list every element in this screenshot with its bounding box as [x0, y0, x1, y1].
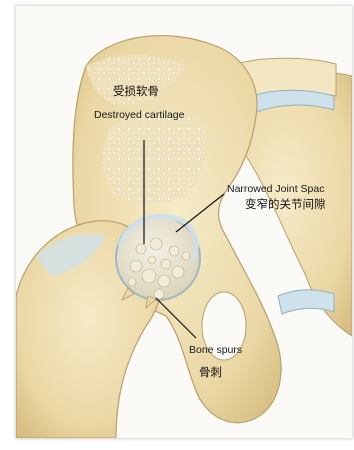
hip-joint-illustration [16, 6, 352, 438]
label-bone-spurs-en: Bone spurs [189, 345, 242, 356]
label-destroyed-cartilage-cn: 受损软骨 [113, 86, 159, 98]
illustration-frame: 受损软骨 Destroyed cartilage Narrowed Joint … [16, 6, 352, 438]
label-bone-spurs-cn: 骨刺 [199, 367, 222, 379]
label-narrowed-joint-space-en: Narrowed Joint Spac [227, 184, 324, 195]
label-destroyed-cartilage-en: Destroyed cartilage [94, 110, 184, 121]
label-narrowed-joint-space-cn: 变窄的关节间隙 [245, 199, 326, 211]
